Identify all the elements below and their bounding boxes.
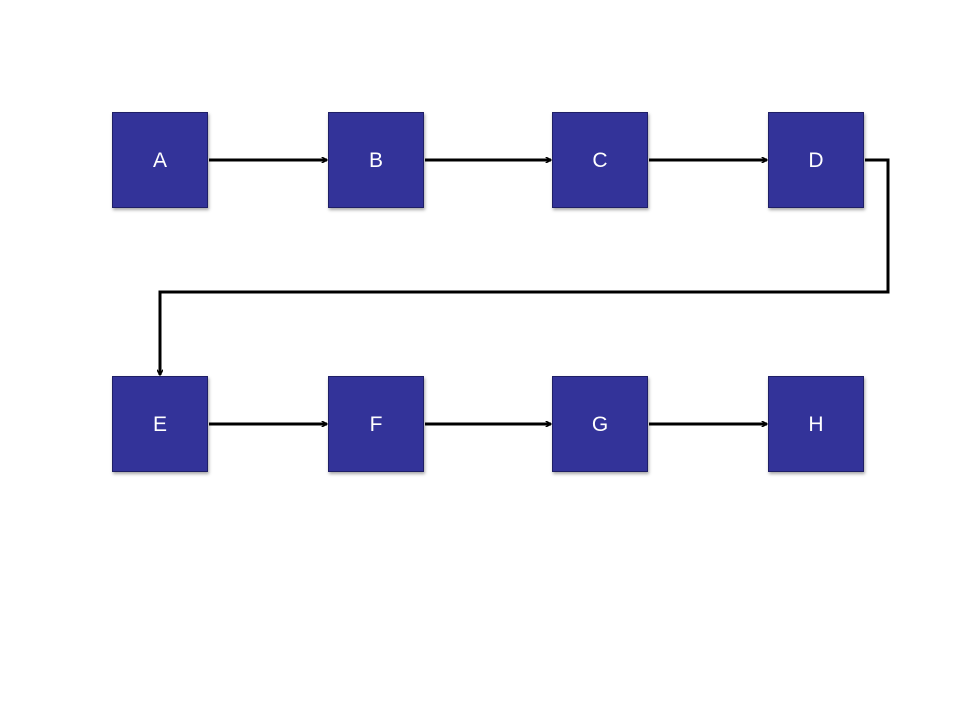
node-d-label: D: [808, 148, 824, 172]
node-a: A: [112, 112, 208, 208]
node-h: H: [768, 376, 864, 472]
node-h-label: H: [808, 412, 824, 436]
node-d: D: [768, 112, 864, 208]
node-b-label: B: [368, 148, 383, 172]
arrow-d-to-e: [160, 158, 890, 375]
node-a-label: A: [152, 148, 167, 172]
node-c: C: [552, 112, 648, 208]
node-e: E: [112, 376, 208, 472]
node-f: F: [328, 376, 424, 472]
node-g-label: G: [591, 412, 609, 436]
node-g: G: [552, 376, 648, 472]
node-e-label: E: [152, 412, 167, 436]
node-c-label: C: [592, 148, 608, 172]
node-b: B: [328, 112, 424, 208]
node-f-label: F: [369, 412, 383, 436]
